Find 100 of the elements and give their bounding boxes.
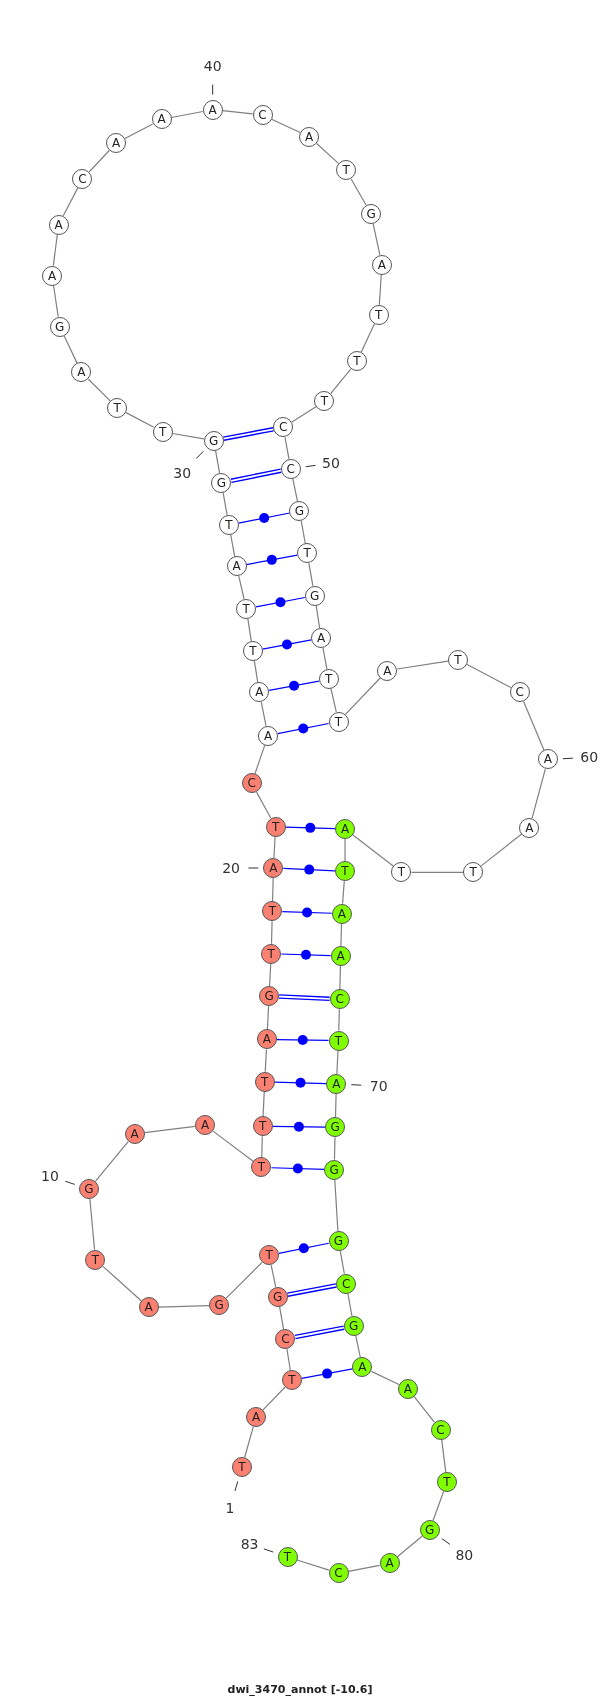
backbone-line xyxy=(172,432,205,440)
backbone-line xyxy=(432,1490,445,1522)
backbone-line xyxy=(315,604,321,629)
backbone-line xyxy=(441,1439,447,1473)
base-pair-line xyxy=(301,1368,354,1379)
backbone-line xyxy=(330,688,337,713)
backbone-line xyxy=(531,768,546,819)
backbone-line xyxy=(273,836,276,859)
position-number: 1 xyxy=(225,1501,235,1516)
backbone-line xyxy=(355,1335,361,1358)
backbone-line xyxy=(271,118,301,134)
base-pair-line xyxy=(280,953,332,957)
backbone-line xyxy=(88,149,110,173)
backbone-line xyxy=(270,1264,277,1288)
backbone-line xyxy=(340,922,343,947)
backbone-line xyxy=(396,1535,423,1558)
backbone-line xyxy=(480,833,523,867)
position-number: 60 xyxy=(580,750,599,765)
backbone-line xyxy=(143,1125,196,1134)
position-number: 20 xyxy=(222,861,240,875)
base-pair-line xyxy=(284,826,336,830)
position-number: 30 xyxy=(173,466,192,481)
backbone-line xyxy=(261,1135,263,1159)
backbone-line xyxy=(336,1049,339,1075)
backbone-line xyxy=(347,1564,381,1572)
backbone-line xyxy=(52,284,59,318)
backbone-line xyxy=(87,378,111,402)
backbone-line xyxy=(62,187,79,217)
backbone-line xyxy=(270,920,273,945)
backbone-line xyxy=(291,406,317,423)
base-pair-line xyxy=(277,722,330,735)
base-pair-line xyxy=(278,994,330,1002)
base-pair-line xyxy=(276,1038,330,1041)
backbone-line xyxy=(284,436,290,460)
base-pair-line xyxy=(230,468,282,484)
backbone-line xyxy=(269,963,272,987)
position-number: 70 xyxy=(369,1079,388,1094)
backbone-line xyxy=(247,617,252,642)
backbone-line xyxy=(254,744,266,775)
backbone-line xyxy=(347,1292,353,1317)
backbone-line xyxy=(222,492,228,516)
backbone-line xyxy=(94,1140,129,1183)
base-pair-line xyxy=(262,639,312,650)
backbone-line xyxy=(52,233,58,267)
position-number: 83 xyxy=(240,1536,259,1551)
backbone-line xyxy=(253,660,259,683)
backbone-line xyxy=(170,110,204,119)
backbone-line xyxy=(296,1559,330,1571)
base-pair-line xyxy=(294,1325,345,1340)
backbone-line xyxy=(360,323,376,353)
backbone-line xyxy=(410,871,464,873)
caption: dwi_3470_annot [-10.6] xyxy=(226,1682,374,1698)
base-pair-line xyxy=(270,1167,325,1170)
backbone-line xyxy=(225,1261,263,1299)
backbone-line xyxy=(372,222,381,256)
base-pair-line xyxy=(281,911,333,914)
backbone-line xyxy=(466,663,512,689)
backbone-line xyxy=(322,647,328,670)
base-pair-line xyxy=(274,1081,327,1085)
backbone-line xyxy=(523,700,545,751)
backbone-line xyxy=(370,1370,400,1386)
backbone-line xyxy=(413,1396,435,1423)
base-pair-line xyxy=(287,1283,337,1297)
backbone-line xyxy=(333,1136,336,1161)
backbone-line xyxy=(102,1265,142,1302)
backbone-line xyxy=(344,677,382,715)
position-number: 40 xyxy=(203,59,222,74)
backbone-line xyxy=(63,335,78,364)
backbone-line xyxy=(339,965,342,990)
backbone-line xyxy=(264,1048,267,1073)
backbone-line xyxy=(255,791,272,819)
backbone-line xyxy=(271,877,274,902)
backbone-line xyxy=(262,1386,286,1411)
backbone-line xyxy=(334,1093,337,1118)
backbone-line xyxy=(124,123,154,140)
backbone-line xyxy=(350,178,367,206)
backbone-line xyxy=(292,477,299,502)
base-pair-line xyxy=(271,1125,326,1128)
backbone-line xyxy=(341,880,345,905)
base-pair-line xyxy=(282,867,336,872)
backbone-line xyxy=(286,1348,291,1371)
backbone-line xyxy=(396,660,449,670)
backbone-line xyxy=(278,1305,285,1330)
backbone-line xyxy=(260,701,267,727)
backbone-line xyxy=(339,1250,345,1275)
backbone-line xyxy=(244,1426,254,1458)
backbone-line xyxy=(378,274,382,306)
base-pair-line xyxy=(268,680,320,691)
backbone-line xyxy=(300,520,306,545)
backbone-line xyxy=(266,1005,270,1031)
backbone-line xyxy=(125,412,155,428)
backbone-line xyxy=(330,368,352,395)
backbone-line xyxy=(212,1130,255,1163)
base-pair-line xyxy=(278,1242,330,1254)
backbone-line xyxy=(89,1198,96,1251)
backbone-line xyxy=(158,1304,210,1308)
base-pair-line xyxy=(245,554,298,566)
backbone-line xyxy=(262,1091,265,1117)
position-number: 80 xyxy=(455,1547,474,1562)
backbone-line xyxy=(352,834,395,867)
